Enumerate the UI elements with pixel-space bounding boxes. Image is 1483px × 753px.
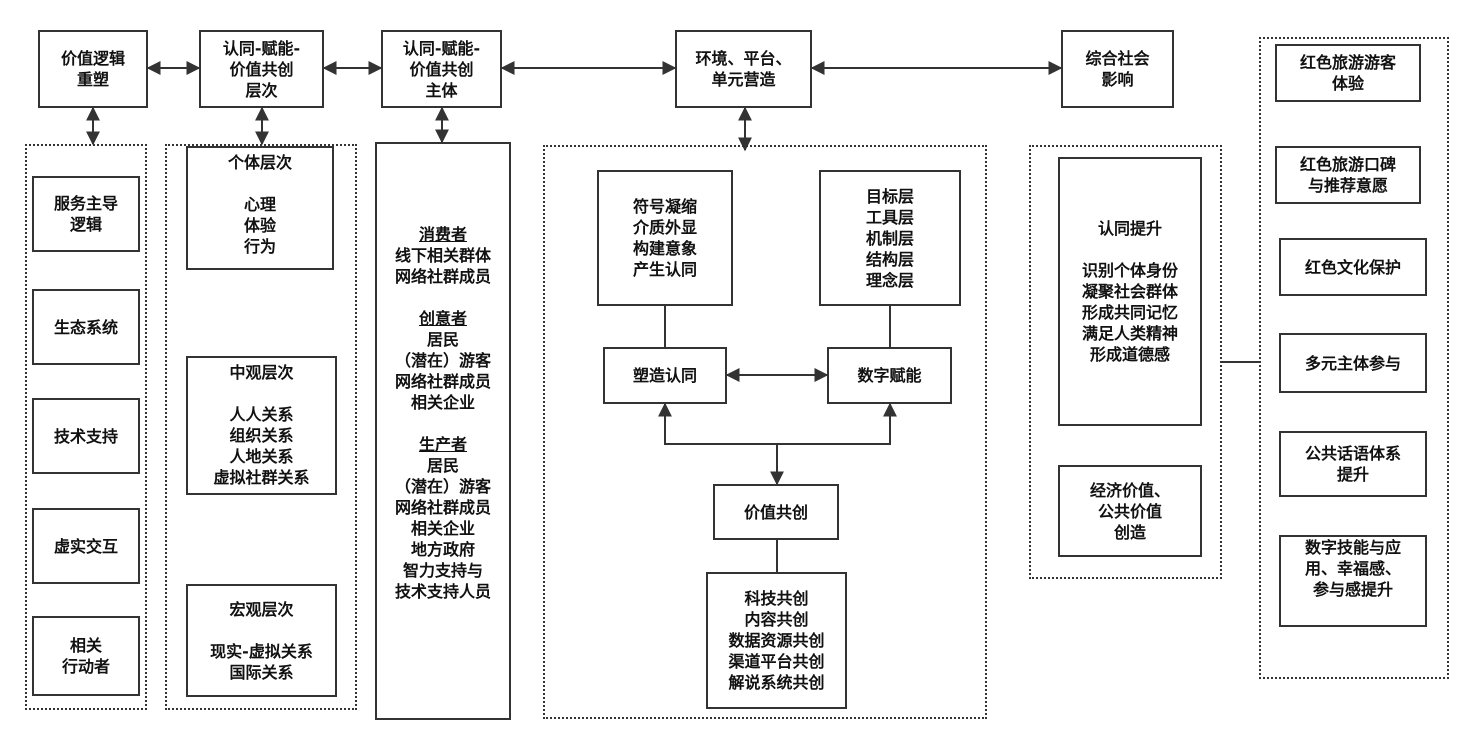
subjects-header-box: 认同-赋能- 价值共创 主体 <box>381 30 502 108</box>
value-logic-box: 价值逻辑 重塑 <box>38 30 148 108</box>
logic-item-tech: 技术支持 <box>32 398 140 474</box>
environment-header-box: 环境、平台、 单元营造 <box>675 30 812 108</box>
level-box-meso: 中观层次 人人关系 组织关系 人地关系 虚拟社群关系 <box>186 356 337 495</box>
levels-header-box: 认同-赋能- 价值共创 层次 <box>199 30 324 108</box>
outcome-tourist-experience: 红色旅游游客 体验 <box>1275 44 1421 102</box>
identity-box: 塑造认同 <box>603 347 727 404</box>
economic-value-box: 经济价值、 公共价值 创造 <box>1058 465 1202 557</box>
outcome-word-of-mouth: 红色旅游口碑 与推荐意愿 <box>1275 146 1421 204</box>
environment-panel <box>543 145 987 719</box>
levels-panel <box>165 144 357 710</box>
identity-promotion-box: 认同提升 识别个体身份 凝聚社会群体 形成共同记忆 满足人类精神 形成道德感 <box>1058 157 1202 426</box>
logic-panel <box>25 144 147 710</box>
cocreation-box: 价值共创 <box>713 484 839 540</box>
symbols-box: 符号凝缩 介质外显 构建意象 产生认同 <box>597 170 733 306</box>
logic-item-actors: 相关 行动者 <box>32 616 140 696</box>
level-box-individual: 个体层次 心理 体验 行为 <box>186 146 334 270</box>
social-panel <box>1029 145 1222 579</box>
layers-box: 目标层 工具层 机制层 结构层 理念层 <box>819 170 961 306</box>
level-box-macro: 宏观层次 现实-虚拟关系 国际关系 <box>186 584 337 697</box>
outcome-digital-skills: 数字技能与应 用、幸福感、 参与感提升 <box>1279 535 1427 627</box>
digital-empower-box: 数字赋能 <box>827 347 952 404</box>
outcome-culture-protection: 红色文化保护 <box>1279 238 1427 296</box>
outcome-multi-stakeholder: 多元主体参与 <box>1279 333 1427 393</box>
outcome-public-discourse: 公共话语体系 提升 <box>1279 431 1427 497</box>
logic-item-interaction: 虚实交互 <box>32 508 140 584</box>
subjects-box: 消费者 线下相关群体 网络社群成员 创意者 居民 （潜在）游客 网络社群成员 相… <box>375 142 511 720</box>
logic-item-service: 服务主导 逻辑 <box>32 176 140 252</box>
outcomes-panel <box>1259 37 1449 679</box>
social-header-box: 综合社会 影响 <box>1061 30 1174 108</box>
logic-item-ecosystem: 生态系统 <box>32 289 140 365</box>
cocreation-items-box: 科技共创 内容共创 数据资源共创 渠道平台共创 解说系统共创 <box>706 572 847 709</box>
